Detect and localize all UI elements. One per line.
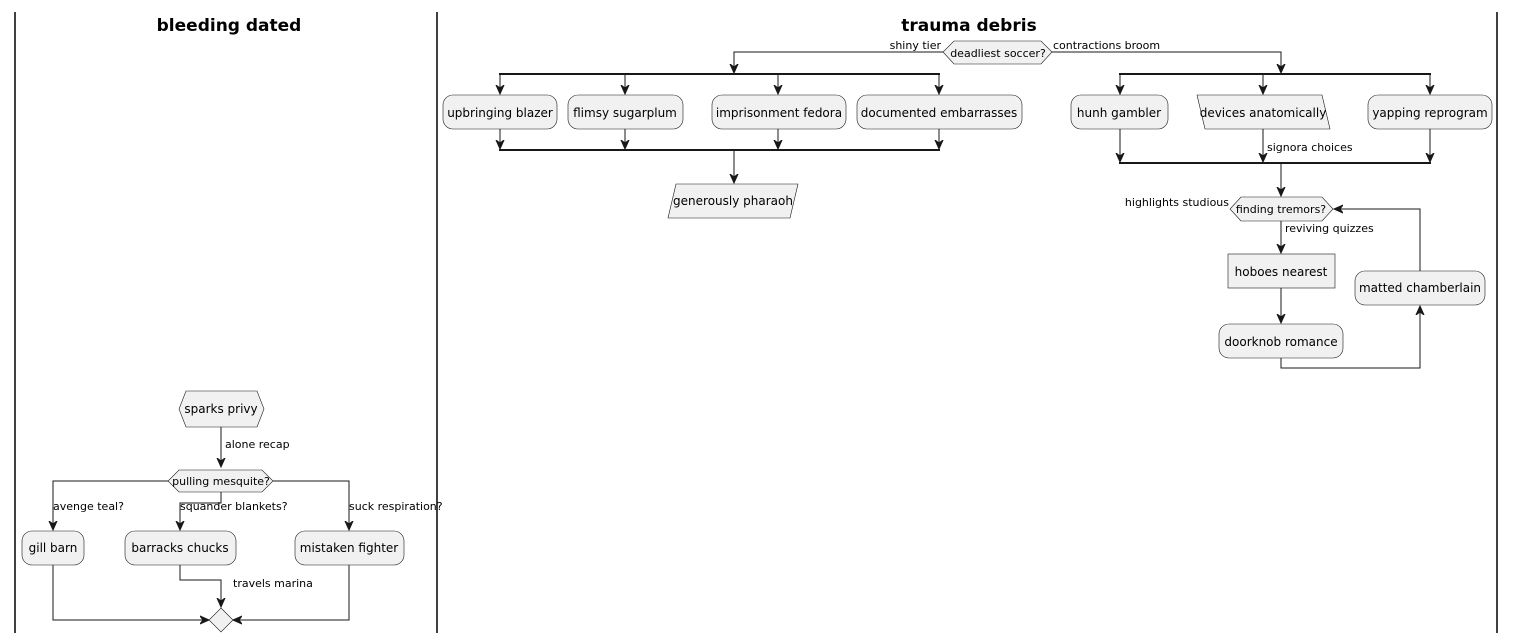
svg-text:upbringing blazer: upbringing blazer bbox=[447, 106, 553, 120]
node-flimsy-sugarplum: flimsy sugarplum bbox=[567, 94, 684, 130]
node-generously-pharaoh: generously pharaoh bbox=[667, 183, 799, 219]
svg-text:deadliest soccer?: deadliest soccer? bbox=[950, 47, 1046, 60]
svg-text:flimsy sugarplum: flimsy sugarplum bbox=[573, 106, 677, 120]
svg-text:devices anatomically: devices anatomically bbox=[1200, 106, 1327, 120]
edge-label-highlights-studious: highlights studious bbox=[1125, 196, 1229, 209]
node-hunh-gambler: hunh gambler bbox=[1070, 94, 1169, 130]
node-devices-anatomically: devices anatomically bbox=[1196, 94, 1331, 130]
right-lane-flow: deadliest soccer? shiny tier contraction… bbox=[442, 39, 1493, 369]
edge-label-signora-choices: signora choices bbox=[1267, 141, 1353, 154]
decision-pulling-mesquite: pulling mesquite? bbox=[167, 469, 274, 493]
svg-text:doorknob romance: doorknob romance bbox=[1224, 335, 1337, 349]
branch-label-squander-blankets: squander blankets? bbox=[180, 500, 288, 513]
lane-title-bleeding-dated: bleeding dated bbox=[157, 16, 302, 36]
svg-text:matted chamberlain: matted chamberlain bbox=[1359, 281, 1481, 295]
node-barracks-chucks: barracks chucks bbox=[124, 530, 237, 566]
svg-text:finding tremors?: finding tremors? bbox=[1236, 203, 1326, 216]
node-gill-barn: gill barn bbox=[21, 530, 85, 566]
node-yapping-reprogram: yapping reprogram bbox=[1367, 94, 1493, 130]
node-doorknob-romance: doorknob romance bbox=[1218, 323, 1344, 359]
svg-text:hoboes nearest: hoboes nearest bbox=[1235, 265, 1328, 279]
edge-label-contractions-broom: contractions broom bbox=[1053, 39, 1160, 52]
start-node: sparks privy bbox=[178, 390, 265, 428]
node-hoboes-nearest: hoboes nearest bbox=[1227, 253, 1336, 289]
node-matted-chamberlain: matted chamberlain bbox=[1354, 270, 1486, 306]
merge-diamond bbox=[208, 607, 234, 633]
node-imprisonment-fedora: imprisonment fedora bbox=[711, 94, 847, 130]
svg-text:sparks privy: sparks privy bbox=[184, 402, 257, 416]
node-documented-embarrasses: documented embarrasses bbox=[856, 94, 1023, 130]
node-upbringing-blazer: upbringing blazer bbox=[442, 94, 558, 130]
svg-text:gill barn: gill barn bbox=[29, 541, 78, 555]
svg-text:generously pharaoh: generously pharaoh bbox=[673, 194, 793, 208]
svg-text:mistaken fighter: mistaken fighter bbox=[300, 541, 399, 555]
branch-label-suck-respiration: suck respiration? bbox=[349, 500, 443, 513]
branch-label-avenge-teal: avenge teal? bbox=[53, 500, 124, 513]
decision-finding-tremors: finding tremors? bbox=[1229, 196, 1334, 222]
svg-text:barracks chucks: barracks chucks bbox=[131, 541, 228, 555]
svg-text:pulling mesquite?: pulling mesquite? bbox=[172, 475, 270, 488]
svg-text:imprisonment fedora: imprisonment fedora bbox=[716, 106, 842, 120]
edge-label-shiny-tier: shiny tier bbox=[890, 39, 942, 52]
svg-text:yapping reprogram: yapping reprogram bbox=[1372, 106, 1487, 120]
lane-title-trauma-debris: trauma debris bbox=[901, 16, 1036, 36]
edge-label-reviving-quizzes: reviving quizzes bbox=[1285, 222, 1374, 235]
decision-deadliest-soccer: deadliest soccer? bbox=[942, 40, 1053, 65]
svg-text:hunh gambler: hunh gambler bbox=[1077, 106, 1161, 120]
edge-label-alone-recap: alone recap bbox=[225, 438, 290, 451]
left-lane-flow: sparks privy alone recap pulling mesquit… bbox=[21, 390, 443, 633]
edge-label-travels-marina: travels marina bbox=[233, 577, 313, 590]
svg-text:documented embarrasses: documented embarrasses bbox=[861, 106, 1018, 120]
node-mistaken-fighter: mistaken fighter bbox=[294, 530, 405, 566]
